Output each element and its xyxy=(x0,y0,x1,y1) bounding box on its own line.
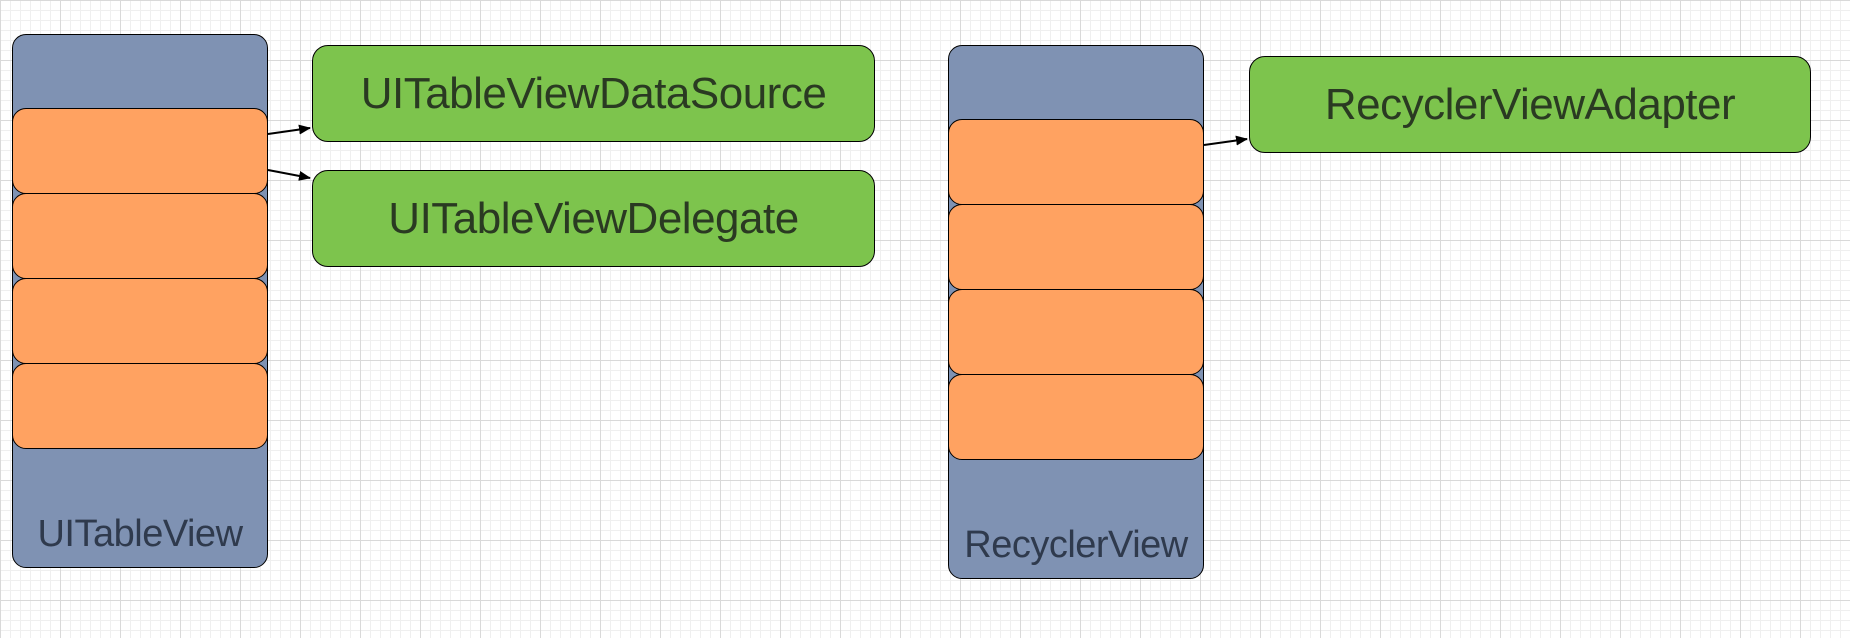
uitableview-datasource-box: UITableViewDataSource xyxy=(312,45,875,142)
uitableview-label: UITableView xyxy=(37,513,243,555)
recyclerview-label: RecyclerView xyxy=(964,524,1188,566)
recyclerview-cell-1 xyxy=(948,119,1204,205)
uitableview-cell-4 xyxy=(12,363,268,449)
arrow-to-adapter xyxy=(1203,135,1248,146)
uitableview-cell-1 xyxy=(12,108,268,194)
recyclerview-cell-2 xyxy=(948,204,1204,290)
arrow-to-delegate xyxy=(267,169,311,181)
uitableview-delegate-box: UITableViewDelegate xyxy=(312,170,875,267)
recyclerview-cell-3 xyxy=(948,289,1204,375)
recyclerview-adapter-box: RecyclerViewAdapter xyxy=(1249,56,1811,153)
recyclerview-cell-4 xyxy=(948,374,1204,460)
uitableview-cell-2 xyxy=(12,193,268,279)
arrow-to-datasource xyxy=(267,124,311,135)
uitableview-cell-3 xyxy=(12,278,268,364)
